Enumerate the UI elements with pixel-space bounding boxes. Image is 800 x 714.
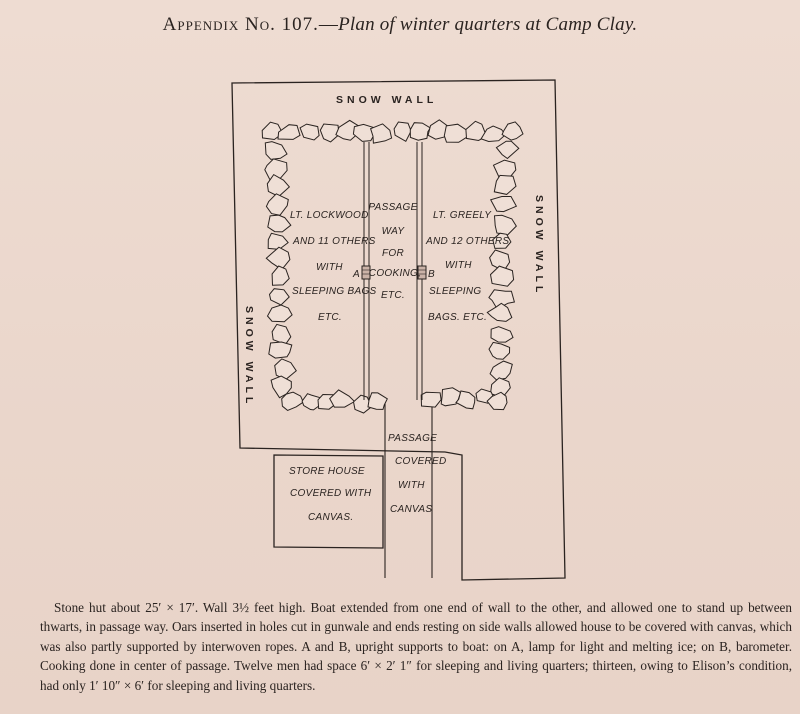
wall-stone bbox=[490, 326, 514, 343]
passage-line-5: ETC. bbox=[381, 290, 405, 301]
appendix-number: Appendix No. 107. bbox=[162, 14, 319, 35]
wall-stone bbox=[319, 123, 340, 143]
wall-stone bbox=[301, 393, 324, 411]
wall-stone bbox=[489, 196, 518, 213]
wall-stone bbox=[261, 121, 284, 141]
covered-passage-labels: PASSAGE COVERED WITH CANVAS bbox=[388, 433, 447, 515]
store-house-line-3: CANVAS. bbox=[308, 512, 353, 523]
page-title: Appendix No. 107.—Plan of winter quarter… bbox=[0, 14, 800, 36]
wall-stone bbox=[489, 360, 513, 381]
wall-stone bbox=[493, 214, 517, 236]
wall-stone bbox=[267, 232, 289, 250]
wall-stone bbox=[352, 394, 373, 414]
wall-stone bbox=[271, 265, 290, 286]
covered-passage-line-1: PASSAGE bbox=[388, 433, 437, 444]
wall-stone bbox=[440, 387, 462, 407]
left-room-line-2: AND 11 OTHERS bbox=[292, 236, 376, 247]
snow-wall-left-label: SNOW WALL bbox=[243, 306, 255, 407]
store-house-line-1: STORE HOUSE bbox=[289, 466, 365, 477]
support-a-label: A bbox=[352, 269, 360, 280]
wall-stone bbox=[274, 358, 297, 381]
left-room-line-1: LT. LOCKWOOD bbox=[290, 210, 369, 221]
wall-stone bbox=[367, 392, 388, 410]
wall-stone bbox=[268, 341, 293, 359]
title-dash: — bbox=[318, 14, 339, 35]
wall-stone bbox=[267, 214, 292, 233]
wall-stone bbox=[465, 120, 488, 142]
left-room-line-4: SLEEPING BAGS bbox=[292, 286, 377, 297]
passage-way-labels: PASSAGE WAY FOR COOKING, ETC. bbox=[368, 202, 421, 301]
wall-stone bbox=[281, 391, 304, 411]
wall-stone bbox=[486, 391, 508, 411]
wall-stone bbox=[352, 123, 376, 142]
passage-line-1: PASSAGE bbox=[368, 202, 417, 213]
support-b-post bbox=[417, 265, 427, 280]
plan-caption: Stone hut about 25′ × 17′. Wall 3½ feet … bbox=[40, 600, 792, 693]
right-room-line-4: SLEEPING bbox=[429, 286, 481, 297]
wall-stone bbox=[455, 390, 476, 410]
right-room-line-2: AND 12 OTHERS bbox=[425, 236, 509, 247]
snow-wall-outline bbox=[231, 79, 566, 581]
wall-stone bbox=[268, 288, 290, 306]
store-house-labels: STORE HOUSE COVERED WITH CANVAS. bbox=[289, 466, 372, 523]
covered-passage-line-4: CANVAS bbox=[390, 504, 432, 515]
wall-stone bbox=[493, 174, 517, 195]
snow-wall-top-label: SNOW WALL bbox=[336, 94, 437, 106]
wall-stone bbox=[486, 302, 513, 322]
covered-passage-line-3: WITH bbox=[398, 480, 425, 491]
wall-stone bbox=[443, 123, 469, 143]
stone-hut-wall bbox=[261, 119, 524, 414]
wall-stone bbox=[264, 141, 288, 160]
wall-stone bbox=[329, 389, 356, 408]
covered-passage-line-2: COVERED bbox=[395, 456, 447, 467]
passage-line-3: FOR bbox=[382, 248, 404, 259]
wall-stone bbox=[492, 232, 512, 249]
support-b-label: B bbox=[428, 269, 435, 280]
wall-stone bbox=[393, 121, 412, 142]
wall-stone bbox=[488, 341, 511, 360]
store-house-outline bbox=[273, 454, 384, 549]
wall-stone bbox=[299, 123, 320, 141]
plan-title: Plan of winter quarters at Camp Clay. bbox=[338, 14, 638, 35]
snow-wall-right-label: SNOW WALL bbox=[533, 195, 545, 296]
wall-stone bbox=[501, 121, 524, 141]
left-room-line-5: ETC. bbox=[318, 312, 342, 323]
left-room-line-3: WITH bbox=[316, 262, 343, 273]
passage-line-4: COOKING, bbox=[369, 268, 421, 279]
wall-stone bbox=[409, 122, 431, 141]
wall-stone bbox=[369, 123, 393, 144]
wall-stone bbox=[271, 323, 292, 346]
wall-stone bbox=[492, 159, 517, 178]
wall-stone bbox=[266, 304, 293, 323]
wall-stone bbox=[495, 140, 520, 160]
wall-stone bbox=[277, 124, 301, 140]
right-room-line-5: BAGS. ETC. bbox=[428, 312, 487, 323]
support-a-post bbox=[361, 265, 371, 280]
right-room-line-1: LT. GREELY bbox=[433, 210, 492, 221]
right-room-line-3: WITH bbox=[445, 260, 472, 271]
wall-stone bbox=[420, 391, 442, 408]
passage-line-2: WAY bbox=[382, 226, 406, 237]
left-room-labels: LT. LOCKWOOD AND 11 OTHERS WITH SLEEPING… bbox=[290, 210, 377, 323]
store-house-line-2: COVERED WITH bbox=[290, 488, 372, 499]
right-room-labels: LT. GREELY AND 12 OTHERS WITH SLEEPING B… bbox=[425, 210, 509, 323]
wall-stone bbox=[480, 125, 507, 143]
wall-stone bbox=[265, 193, 289, 216]
wall-stone bbox=[489, 265, 515, 287]
